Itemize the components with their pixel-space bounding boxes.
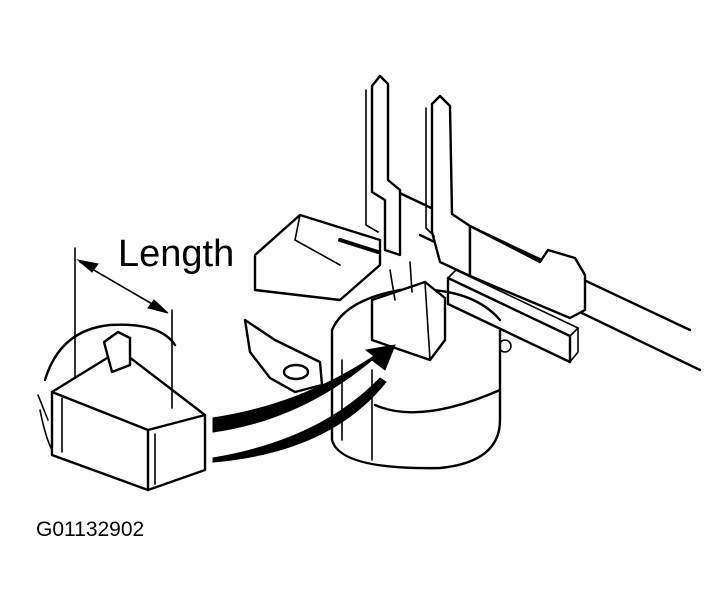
insert-arrow [212,344,396,463]
length-dimension: Length [74,233,234,409]
brush-holder [243,213,502,470]
dimension-arrow-right [147,299,169,314]
carbon-brush [37,323,207,492]
length-label: Length [118,233,234,275]
vernier-caliper [365,74,702,372]
figure-code: G01132902 [36,518,144,541]
dimension-arrow-left [76,259,99,273]
